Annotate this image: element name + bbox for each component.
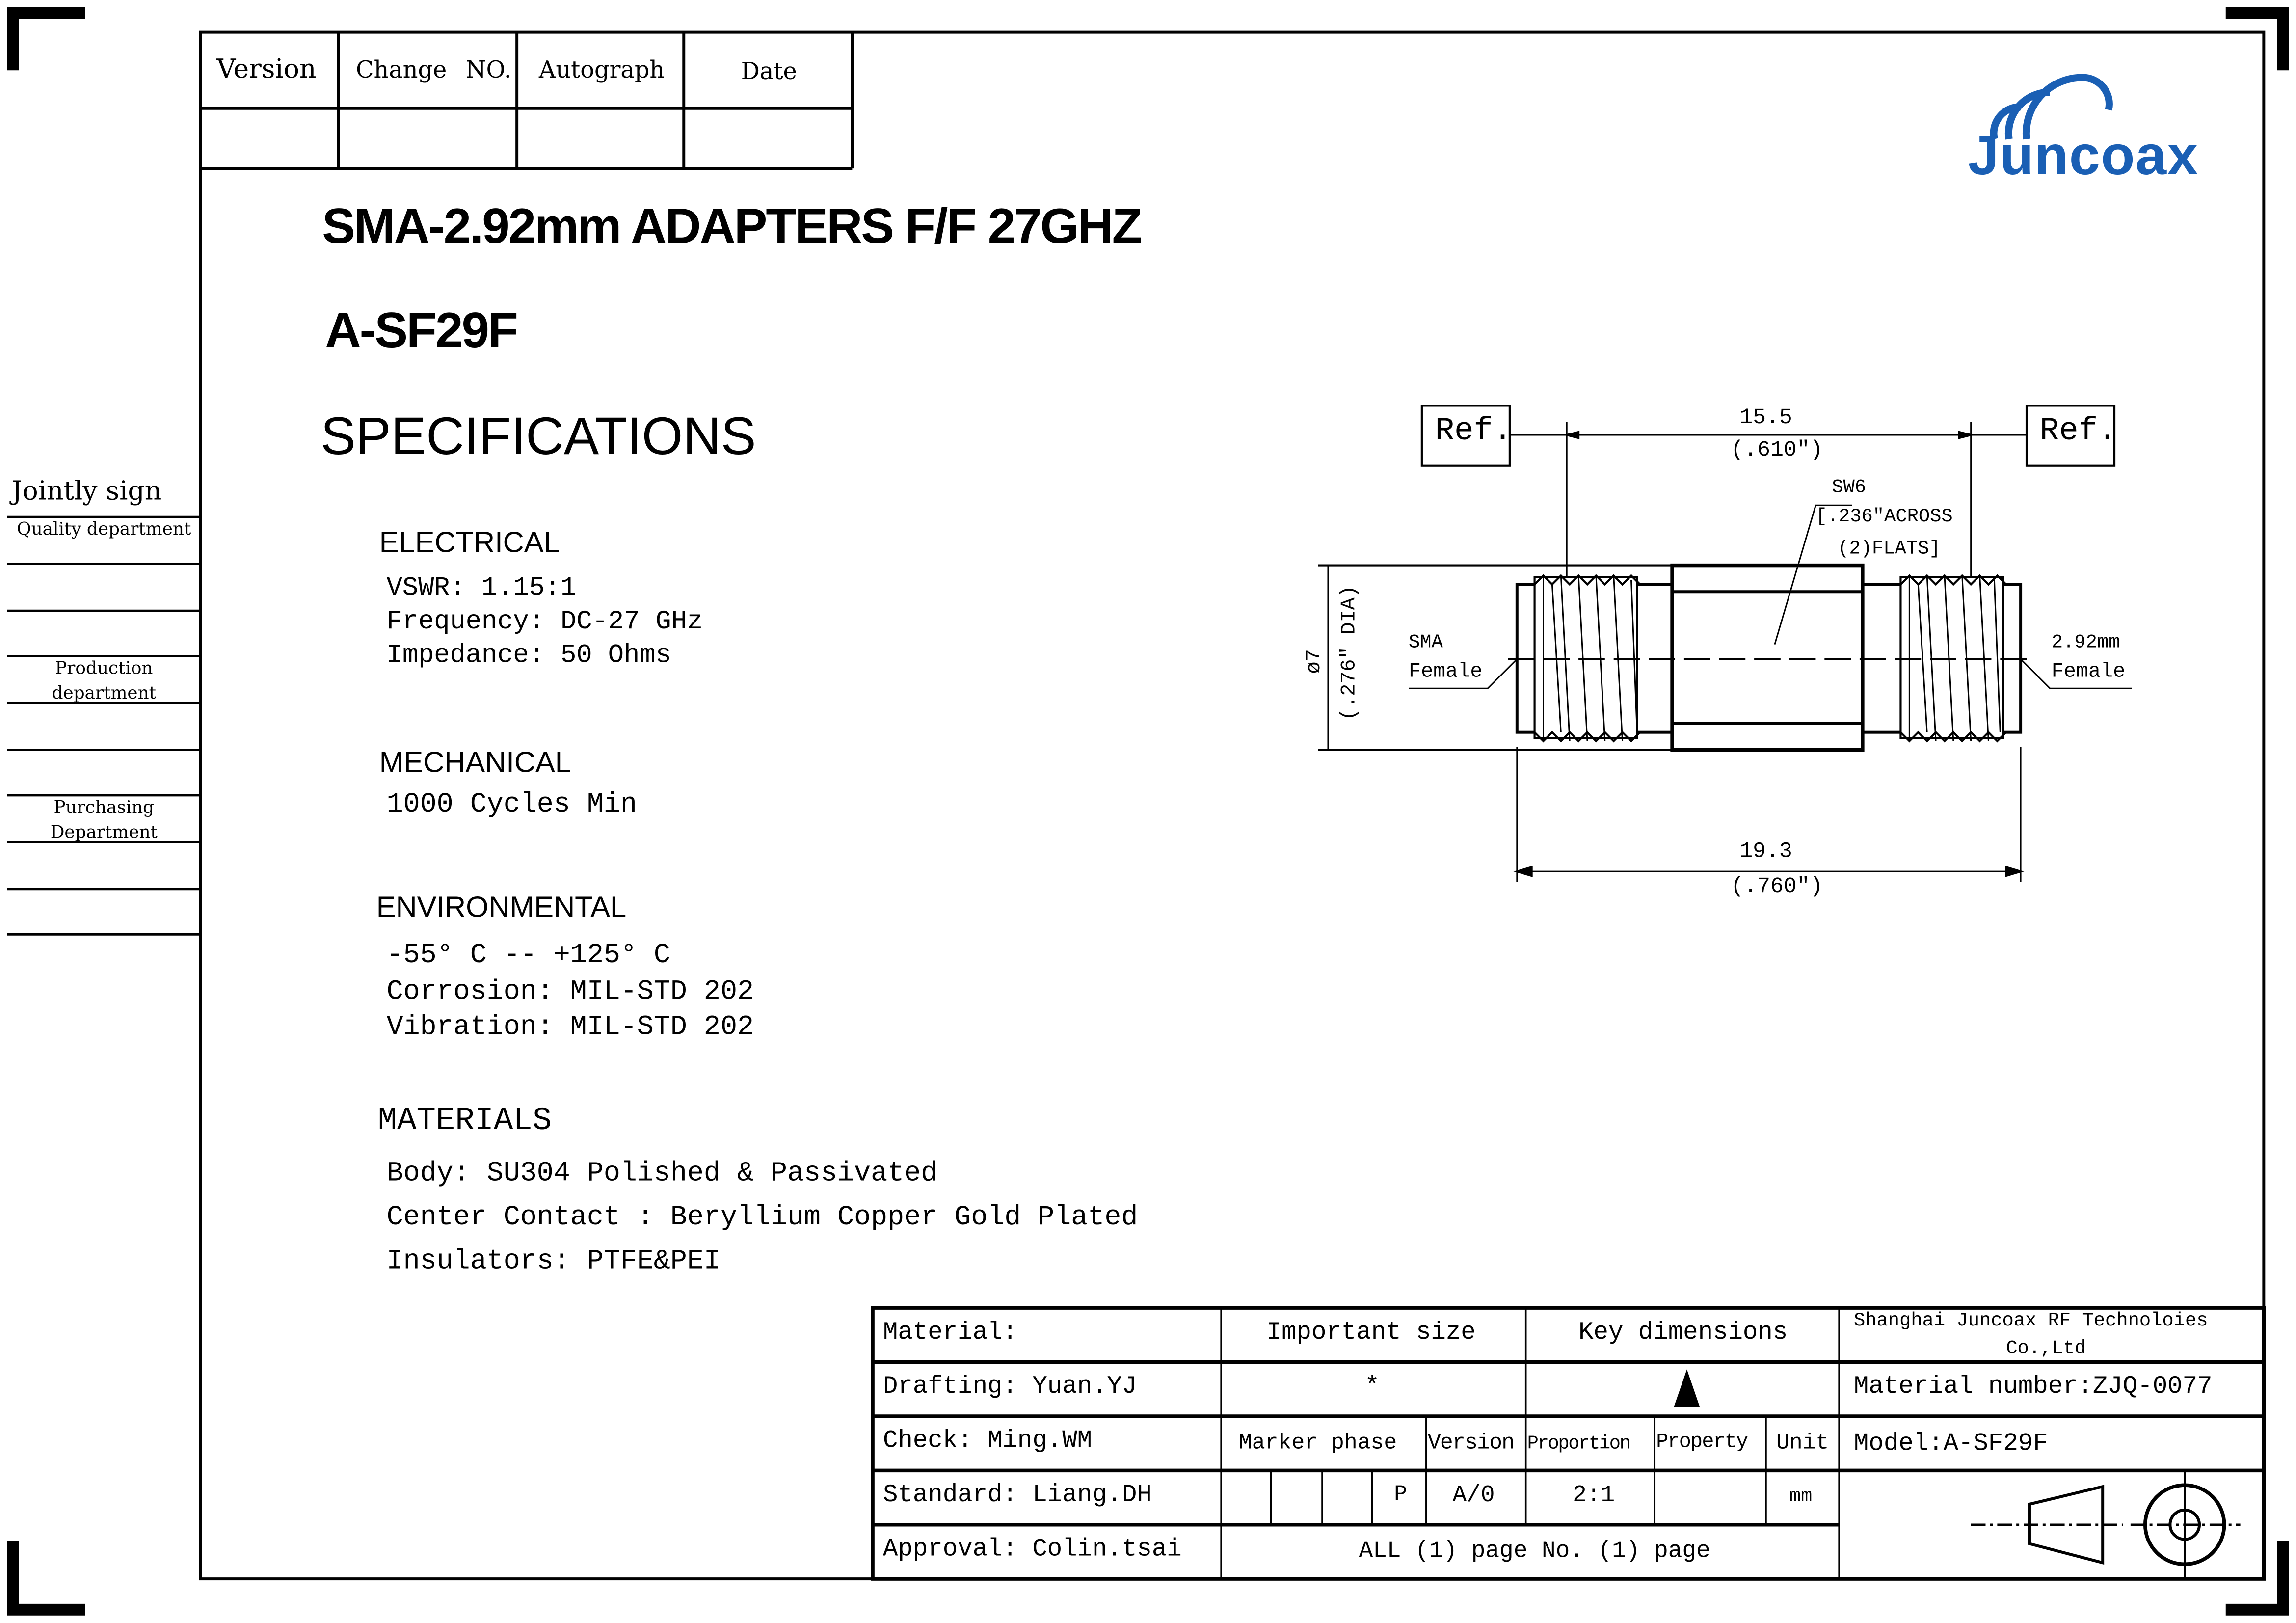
product-title: SMA-2.92mm ADAPTERS F/F 27GHZ [322, 199, 1142, 255]
right-connector-type: 2.92mm [2051, 631, 2120, 653]
standard-field: Standard: Liang.DH [882, 1482, 1152, 1510]
approval-field: Approval: Colin.tsai [882, 1536, 1182, 1565]
quality-department-label: Quality department [17, 518, 191, 539]
ref-left-label: Ref. [1435, 413, 1513, 450]
materials-heading: MATERIALS [377, 1103, 552, 1140]
spec-line: VSWR: 1.15:1 [386, 574, 577, 604]
dimension-length-inch: (.760") [1731, 874, 1823, 899]
electrical-heading: ELECTRICAL [379, 527, 560, 560]
diameter-label: ø7 [1303, 649, 1327, 674]
mechanical-spec-list: 1000 Cycles Min [387, 788, 637, 822]
material-number: Material number:ZJQ-0077 [1853, 1374, 2213, 1402]
environmental-heading: ENVIRONMENTAL [376, 892, 627, 924]
revision-table-lines [200, 32, 854, 170]
spec-line: Frequency: DC-27 GHz [386, 608, 703, 637]
dimension-length: 19.3 [1739, 839, 1792, 865]
spec-line: Impedance: 50 Ohms [386, 641, 671, 671]
proportion-header: Proportion [1527, 1432, 1631, 1455]
spec-line: Insulators: PTFE&PEI [386, 1244, 721, 1277]
hex-size-label: SW6 [1832, 476, 1867, 498]
revision-header-date: Date [741, 57, 797, 85]
corner-mark [2225, 7, 2289, 71]
mechanical-heading: MECHANICAL [379, 747, 571, 780]
left-connector-type: SMA [1409, 631, 1443, 653]
production-department-label: Production department [52, 657, 157, 703]
important-size-header: Important size [1266, 1320, 1476, 1348]
jointly-sign-label: Jointly sign [11, 476, 162, 507]
spec-line: -55° C -- +125° C [386, 939, 670, 971]
property-header: Property [1656, 1431, 1748, 1455]
version-value: A/0 [1452, 1482, 1495, 1509]
corner-mark [7, 1541, 85, 1616]
left-connector-gender: Female [1409, 660, 1483, 684]
important-size-symbol: * [1364, 1374, 1380, 1402]
dimension-overall-ref: 15.5 [1739, 406, 1792, 431]
spec-line: Corrosion: MIL-STD 202 [386, 974, 754, 1007]
material-field: Material: [882, 1320, 1017, 1348]
marker-phase-header: Marker phase [1238, 1431, 1397, 1456]
right-connector-gender: Female [2051, 660, 2126, 684]
specifications-heading: SPECIFICATIONS [320, 406, 756, 466]
check-field: Check: Ming.WM [882, 1428, 1093, 1456]
company-name: Shanghai Juncoax RF Technoloies [1853, 1309, 2208, 1331]
spec-line: 1000 Cycles Min [386, 788, 637, 820]
corner-mark [7, 7, 85, 71]
model-field: Model:A-SF29F [1853, 1431, 2048, 1459]
projection-symbol-icon [1971, 1472, 2241, 1579]
proportion-value: 2:1 [1573, 1482, 1615, 1509]
revision-header-autograph: Autograph [538, 55, 665, 84]
revision-header-change: Change [355, 55, 447, 84]
version-header: Version [1427, 1431, 1515, 1456]
revision-header-no: NO. [465, 55, 511, 84]
key-dimension-triangle-icon [1674, 1369, 1700, 1408]
diameter-inch-label: (.276" DIA) [1338, 585, 1362, 721]
ref-right-label: Ref. [2039, 413, 2117, 450]
spec-line: Vibration: MIL-STD 202 [386, 1010, 754, 1043]
company-logo: Juncoax [1968, 126, 2199, 188]
spec-line: Center Contact : Beryllium Copper Gold P… [386, 1201, 1138, 1234]
unit-value: mm [1789, 1485, 1813, 1507]
electrical-spec-list: VSWR: 1.15:1 Frequency: DC-27 GHz Impeda… [387, 573, 703, 674]
spec-line: Body: SU304 Polished & Passivated [386, 1157, 938, 1190]
drafting-field: Drafting: Yuan.YJ [882, 1374, 1137, 1402]
key-dimensions-header: Key dimensions [1578, 1320, 1788, 1348]
logo-waves-icon [1990, 74, 2113, 140]
adapter-drawing [1318, 405, 2132, 882]
sign-column-lines [7, 515, 201, 936]
marker-phase-value: P [1394, 1482, 1408, 1507]
materials-spec-list: Body: SU304 Polished & Passivated Center… [387, 1151, 1138, 1283]
hex-flats-label: (2)FLATS] [1838, 537, 1941, 560]
hex-across-label: [.236"ACROSS [1815, 505, 1953, 528]
title-block-lines [871, 1306, 2266, 1581]
purchasing-department-label: Purchasing Department [50, 796, 158, 842]
dimension-overall-ref-inch: (.610") [1731, 438, 1823, 463]
corner-mark [2225, 1541, 2289, 1616]
revision-header-version: Version [216, 54, 317, 85]
environmental-spec-list: -55° C -- +125° C Corrosion: MIL-STD 202… [387, 937, 754, 1045]
page-count: ALL (1) page No. (1) page [1359, 1538, 1710, 1565]
part-number: A-SF29F [325, 303, 518, 359]
company-name-suffix: Co.,Ltd [2006, 1337, 2086, 1359]
unit-header: Unit [1776, 1431, 1829, 1456]
